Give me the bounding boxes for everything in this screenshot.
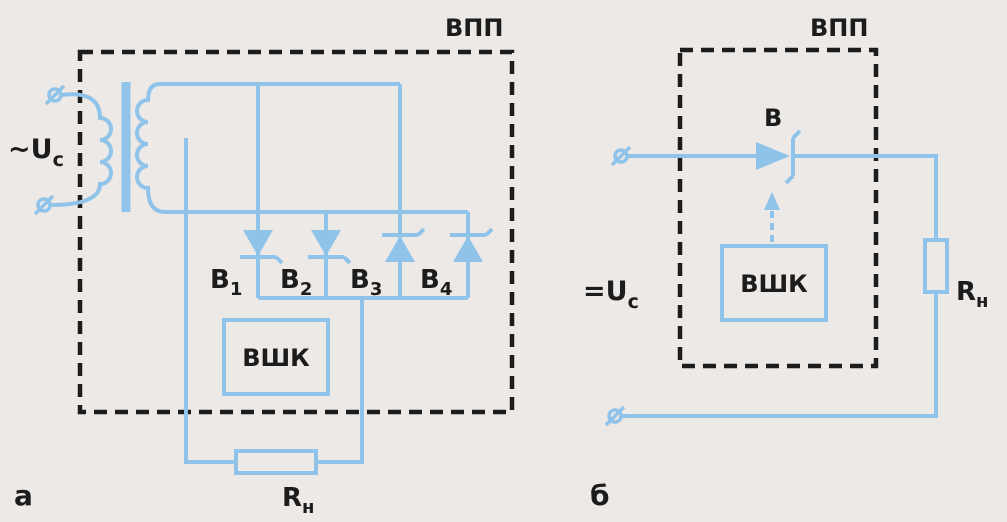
vpp-frame-right xyxy=(677,47,879,369)
transformer-primary-winding xyxy=(49,92,113,207)
control-block-right xyxy=(720,244,828,322)
vpp-frame-left xyxy=(77,49,515,415)
series-wiring xyxy=(621,154,938,418)
load-label-right: Rн xyxy=(956,277,988,312)
diode-label-b3: В3 xyxy=(350,265,382,300)
input-voltage-label-right: =Uс xyxy=(583,276,639,313)
diode-b2 xyxy=(308,230,352,265)
load-resistor-right xyxy=(923,238,949,294)
diode-b1 xyxy=(240,230,284,265)
vpp-label-right: ВПП xyxy=(810,14,868,42)
input-voltage-label-left: ~Uс xyxy=(8,134,64,171)
thyristor xyxy=(756,129,802,185)
gate-control-arrow xyxy=(764,192,780,242)
diode-b4 xyxy=(450,227,494,262)
diode-label-b1: В1 xyxy=(210,265,242,300)
control-block-label-right: ВШК xyxy=(740,270,808,298)
vpp-label-left: ВПП xyxy=(445,14,503,42)
diode-label-b2: В2 xyxy=(280,265,312,300)
load-label-left: Rн xyxy=(282,483,314,518)
diode-b3 xyxy=(382,227,426,262)
control-block-label-left: ВШК xyxy=(242,344,310,372)
diode-label-b4: В4 xyxy=(420,265,452,300)
panel-letter-b: б xyxy=(590,479,610,512)
control-block-left xyxy=(222,318,330,396)
transformer-secondary-winding xyxy=(135,82,468,214)
thyristor-label: В xyxy=(764,104,782,132)
panel-b: ВПП =Uс В xyxy=(583,14,988,512)
panel-letter-a: а xyxy=(14,479,33,512)
panel-a: ВПП ~Uс xyxy=(8,14,515,518)
load-resistor-left xyxy=(234,449,318,475)
